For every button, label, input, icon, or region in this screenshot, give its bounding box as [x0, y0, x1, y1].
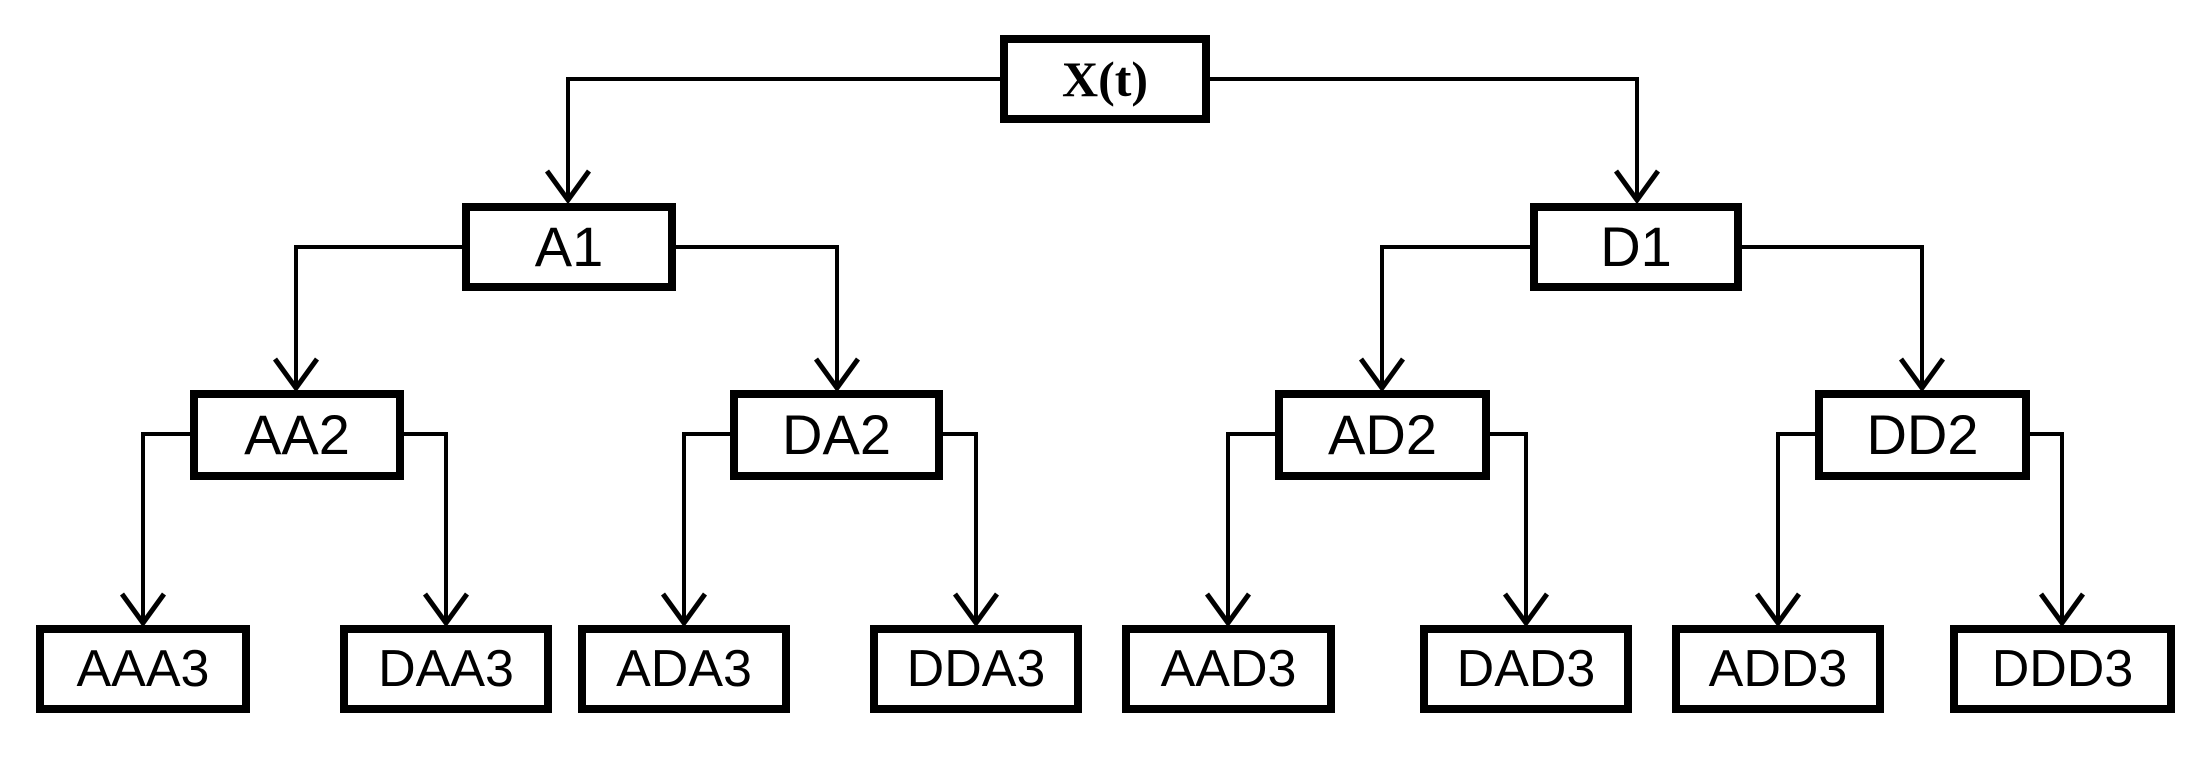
- arrowhead-dad3: [1502, 592, 1550, 628]
- node-ada3-label: ADA3: [616, 640, 752, 698]
- edge-d1-to-dd2: [1742, 245, 1924, 384]
- node-dad3-label: DAD3: [1456, 640, 1596, 698]
- node-da2[interactable]: DA2: [730, 390, 943, 480]
- node-ada3[interactable]: ADA3: [578, 625, 790, 713]
- node-aaa3[interactable]: AAA3: [36, 625, 250, 713]
- node-d1-label: D1: [1600, 215, 1672, 278]
- edge-dd2-to-add3: [1776, 432, 1815, 619]
- edge-dd2-to-ddd3: [2030, 432, 2064, 619]
- arrowhead-dd2: [1898, 357, 1946, 393]
- arrowhead-aaa3: [119, 592, 167, 628]
- arrowhead-aad3: [1204, 592, 1252, 628]
- edge-a1-to-aa2: [294, 245, 462, 384]
- arrowhead-ad2: [1358, 357, 1406, 393]
- node-ddd3-label: DDD3: [1991, 640, 2134, 698]
- edge-da2-to-dda3: [943, 432, 978, 619]
- edge-aa2-to-daa3: [404, 432, 448, 619]
- arrowhead-ada3: [660, 592, 708, 628]
- arrowhead-add3: [1754, 592, 1802, 628]
- edge-d1-to-ad2: [1380, 245, 1530, 384]
- node-aad3-label: AAD3: [1160, 640, 1297, 698]
- arrowhead-a1: [544, 169, 592, 205]
- edge-a1-to-da2: [676, 245, 839, 384]
- arrowhead-ddd3: [2038, 592, 2086, 628]
- node-dda3-label: DDA3: [906, 640, 1046, 698]
- node-d1[interactable]: D1: [1530, 203, 1742, 291]
- arrowhead-dda3: [952, 592, 1000, 628]
- node-a1-label: A1: [534, 215, 604, 278]
- edge-root-to-d1: [1210, 77, 1639, 196]
- node-a1[interactable]: A1: [462, 203, 676, 291]
- arrowhead-da2: [813, 357, 861, 393]
- node-aa2[interactable]: AA2: [190, 390, 404, 480]
- node-daa3-label: DAA3: [378, 640, 514, 698]
- node-dd2-label: DD2: [1866, 403, 1979, 466]
- node-dda3[interactable]: DDA3: [870, 625, 1082, 713]
- node-da2-label: DA2: [782, 403, 891, 466]
- node-aa2-label: AA2: [244, 403, 350, 466]
- node-aaa3-label: AAA3: [76, 640, 210, 698]
- node-add3-label: ADD3: [1708, 640, 1848, 698]
- edge-root-to-a1: [566, 77, 1000, 196]
- node-daa3[interactable]: DAA3: [340, 625, 552, 713]
- arrowhead-aa2: [272, 357, 320, 393]
- node-add3[interactable]: ADD3: [1672, 625, 1884, 713]
- edge-ad2-to-aad3: [1226, 432, 1275, 619]
- node-dad3[interactable]: DAD3: [1420, 625, 1632, 713]
- edge-ad2-to-dad3: [1490, 432, 1528, 619]
- node-dd2[interactable]: DD2: [1815, 390, 2030, 480]
- node-ad2[interactable]: AD2: [1275, 390, 1490, 480]
- edge-da2-to-ada3: [682, 432, 730, 619]
- node-ddd3[interactable]: DDD3: [1950, 625, 2175, 713]
- node-aad3[interactable]: AAD3: [1122, 625, 1335, 713]
- arrowhead-d1: [1613, 169, 1661, 205]
- arrowhead-daa3: [422, 592, 470, 628]
- node-root[interactable]: X(t): [1000, 35, 1210, 123]
- node-root-label: X(t): [1061, 51, 1149, 107]
- node-ad2-label: AD2: [1328, 403, 1437, 466]
- edge-aa2-to-aaa3: [141, 432, 190, 619]
